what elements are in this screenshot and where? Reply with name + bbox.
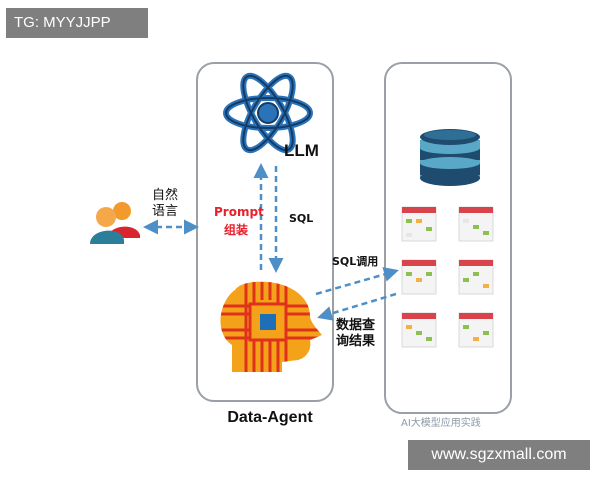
natural-language-line-1: 自然: [152, 188, 179, 203]
natural-language-label: 自然 语言: [152, 188, 178, 220]
sql-call-label: SQL调用: [332, 255, 379, 268]
watermark: AI大模型应用实践: [401, 418, 481, 429]
table-icon: [458, 312, 494, 348]
data-agent-title: Data-Agent: [227, 409, 313, 426]
table-icon: [458, 206, 494, 242]
prompt-label: Prompt: [214, 205, 264, 219]
table-icon: [401, 259, 437, 295]
database-icon: [420, 129, 480, 186]
query-result-label: 数据查 询结果: [336, 318, 375, 350]
sql-call-arrow: [315, 267, 399, 296]
llm-label: LLM: [284, 141, 319, 160]
ai-head-icon: [220, 281, 322, 372]
assemble-label: 组装: [224, 223, 249, 237]
table-grid: [401, 206, 494, 348]
people-icon: [90, 202, 140, 244]
tg-badge: TG: MYYJJPP: [6, 8, 148, 38]
sql-label: SQL: [289, 212, 314, 225]
query-result-arrow: [317, 292, 397, 321]
query-result-line-1: 数据查: [336, 318, 376, 333]
url-badge: www.sgzxmall.com: [408, 440, 590, 470]
table-icon: [458, 259, 494, 295]
atom-icon: [223, 72, 313, 154]
table-icon: [401, 312, 437, 348]
table-icon: [401, 206, 437, 242]
query-result-line-2: 询结果: [336, 334, 376, 349]
natural-language-line-2: 语言: [152, 204, 179, 219]
